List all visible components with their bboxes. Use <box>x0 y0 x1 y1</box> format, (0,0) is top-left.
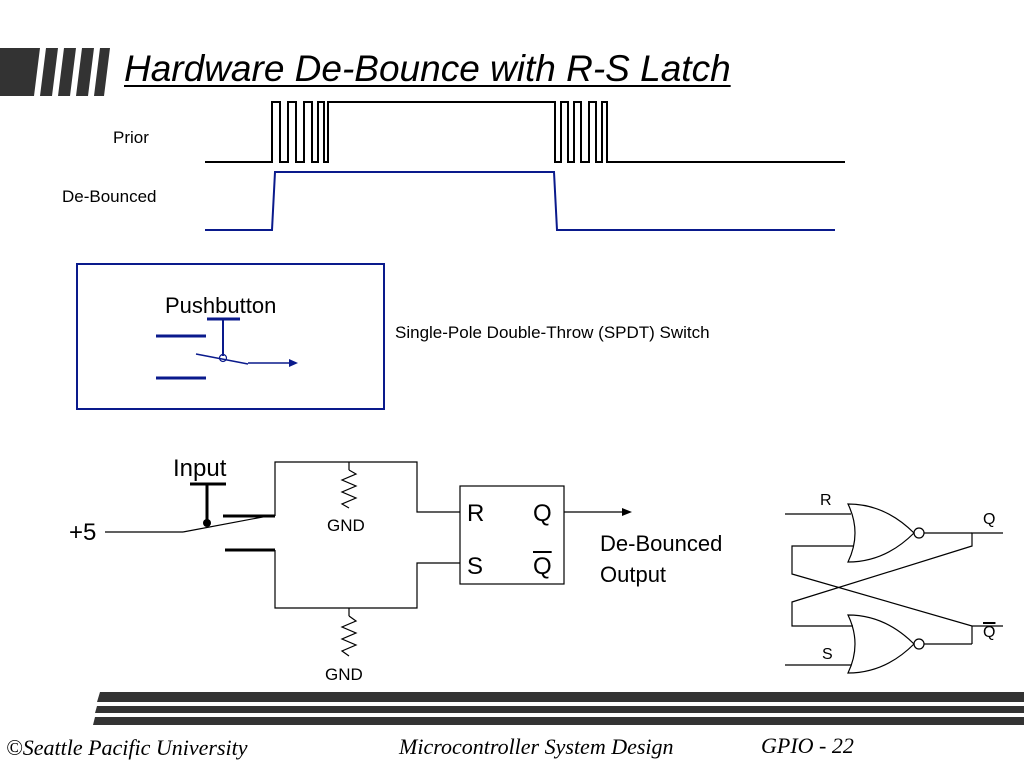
title-bar-decoration <box>0 48 110 96</box>
nor-r-label: R <box>820 492 832 509</box>
nor-s-label: S <box>822 646 833 663</box>
slide-title: Hardware De-Bounce with R-S Latch <box>124 48 731 89</box>
gnd-bottom-label: GND <box>325 665 363 684</box>
footer-page: GPIO - 22 <box>761 733 854 758</box>
nor-qbar-label: Q <box>983 624 996 641</box>
latch-s-label: S <box>467 553 484 580</box>
pushbutton-panel <box>76 263 385 410</box>
prior-waveform <box>205 101 845 163</box>
spdt-caption: Single-Pole Double-Throw (SPDT) Switch <box>395 323 710 342</box>
prior-label: Prior <box>113 128 149 147</box>
debounced-label: De-Bounced <box>62 187 157 206</box>
footer-bars <box>93 692 1024 725</box>
latch-q-label: Q <box>533 500 552 527</box>
supply-label: +5 <box>69 519 97 546</box>
latch-qbar-label: Q <box>533 553 552 580</box>
nor-latch-diagram <box>785 503 1003 674</box>
footer-copyright: ©Seattle Pacific University <box>6 735 248 760</box>
debounced-waveform <box>205 171 835 231</box>
latch-r-label: R <box>467 500 485 527</box>
footer-course: Microcontroller System Design <box>399 734 674 759</box>
output-label-line2: Output <box>600 562 667 587</box>
switch-pivot <box>203 519 211 527</box>
output-label-line1: De-Bounced <box>600 531 723 556</box>
circuit-wiring <box>105 461 632 657</box>
rs-latch-box <box>459 485 565 585</box>
pushbutton-label: Pushbutton <box>165 293 277 318</box>
input-label: Input <box>173 455 227 482</box>
spdt-switch-symbol <box>156 317 298 380</box>
gnd-top-label: GND <box>327 516 365 535</box>
nor-q-label: Q <box>983 511 996 528</box>
